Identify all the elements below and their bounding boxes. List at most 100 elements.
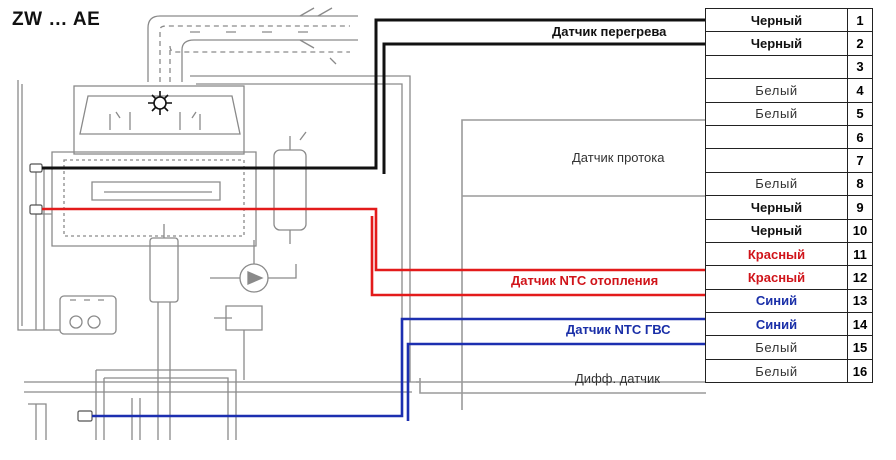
terminal-wire-color: Белый (705, 101, 848, 126)
boiler-drawing (17, 7, 420, 440)
vessel-pipe (289, 131, 307, 244)
dhw-exchanger (149, 237, 179, 303)
bottom-pipes (95, 369, 237, 440)
wire-terminal-16 (419, 378, 706, 394)
terminal-row: 6 (705, 124, 873, 150)
hood (79, 95, 241, 135)
terminal-number: 7 (847, 148, 873, 173)
terminal-wire-color: Белый (705, 358, 848, 384)
pump-pipes (210, 240, 297, 279)
wire-ntc-heating-terminal-11 (42, 207, 706, 272)
terminal-wire-color (705, 124, 848, 150)
wire-overheat-terminal-1 (42, 18, 706, 170)
label-diff-sensor: Дифф. датчик (575, 371, 660, 386)
diverter (214, 305, 263, 380)
blue-wires (92, 317, 706, 421)
terminal-number: 8 (847, 171, 873, 197)
right-return (190, 75, 411, 382)
terminal-wire-color: Синий (705, 288, 848, 314)
expansion-vessel (273, 149, 307, 231)
terminal-number: 1 (847, 7, 873, 33)
terminal-number: 13 (847, 288, 873, 314)
red-wires (42, 207, 706, 297)
overheat-sensor-icon (29, 163, 43, 173)
terminal-number: 5 (847, 101, 873, 126)
wire-overheat-terminal-2 (382, 42, 706, 174)
fan-icon (148, 91, 172, 115)
label-flow-sensor: Датчик протока (572, 150, 665, 165)
terminal-wire-color: Синий (705, 312, 848, 337)
terminal-wire-color: Белый (705, 171, 848, 197)
terminal-number: 14 (847, 312, 873, 337)
inlet-stub (28, 403, 47, 440)
ntc-dhw-sensor-icon (77, 410, 93, 422)
terminal-number: 6 (847, 124, 873, 150)
terminal-row: 3 (705, 54, 873, 80)
black-wires (42, 18, 706, 174)
terminal-number: 10 (847, 218, 873, 243)
main-body (51, 151, 257, 247)
left-pipe-outer (17, 80, 60, 331)
label-overheat-sensor: Датчик перегрева (552, 24, 667, 39)
model-title: ZW … AE (12, 9, 101, 30)
terminal-wire-color: Белый (705, 78, 848, 103)
terminal-wire-color (705, 54, 848, 80)
terminal-wire-color: Черный (705, 31, 848, 56)
terminal-wire-color: Черный (705, 195, 848, 220)
terminal-number: 9 (847, 195, 873, 220)
wire-ntc-dhw-terminal-14 (406, 342, 706, 421)
label-ntc-dhw-sensor: Датчик NTC ГВС (566, 322, 671, 337)
burner (91, 181, 221, 201)
pump-arrow (247, 271, 264, 285)
flue-pipe-inner (159, 25, 350, 82)
terminal-number: 2 (847, 31, 873, 56)
wire-flow-terminal-5 (461, 119, 706, 410)
terminal-number: 3 (847, 54, 873, 80)
terminal-row: 7 (705, 148, 873, 173)
dhw-pipes (157, 224, 171, 440)
flame-arrows (109, 111, 201, 130)
air-arrows (190, 7, 337, 65)
ntc-heating-sensor-icon (29, 204, 43, 215)
gas-valve (59, 295, 117, 335)
heat-exchanger-housing (73, 85, 245, 155)
inner-frame (63, 159, 245, 237)
wire-ntc-dhw-terminal-13 (92, 317, 706, 418)
left-pipe (35, 167, 52, 330)
bottom-frame (24, 381, 420, 393)
valve-knob-2 (87, 315, 101, 329)
terminal-wire-color: Красный (705, 241, 848, 267)
wire-ntc-heating-terminal-12 (370, 216, 706, 297)
terminal-wire-color: Черный (705, 7, 848, 33)
terminal-wire-color: Черный (705, 218, 848, 243)
flue-pipe (147, 15, 358, 82)
terminal-wire-color (705, 148, 848, 173)
terminal-number: 11 (847, 241, 873, 267)
terminal-number: 12 (847, 265, 873, 290)
terminal-number: 4 (847, 78, 873, 103)
gray-wires (416, 119, 706, 410)
terminal-wire-color: Белый (705, 335, 848, 360)
valve-knob-1 (69, 315, 83, 329)
terminal-wire-color: Красный (705, 265, 848, 290)
label-ntc-heating-sensor: Датчик NTC отопления (511, 273, 659, 288)
terminal-number: 15 (847, 335, 873, 360)
terminal-number: 16 (847, 358, 873, 384)
